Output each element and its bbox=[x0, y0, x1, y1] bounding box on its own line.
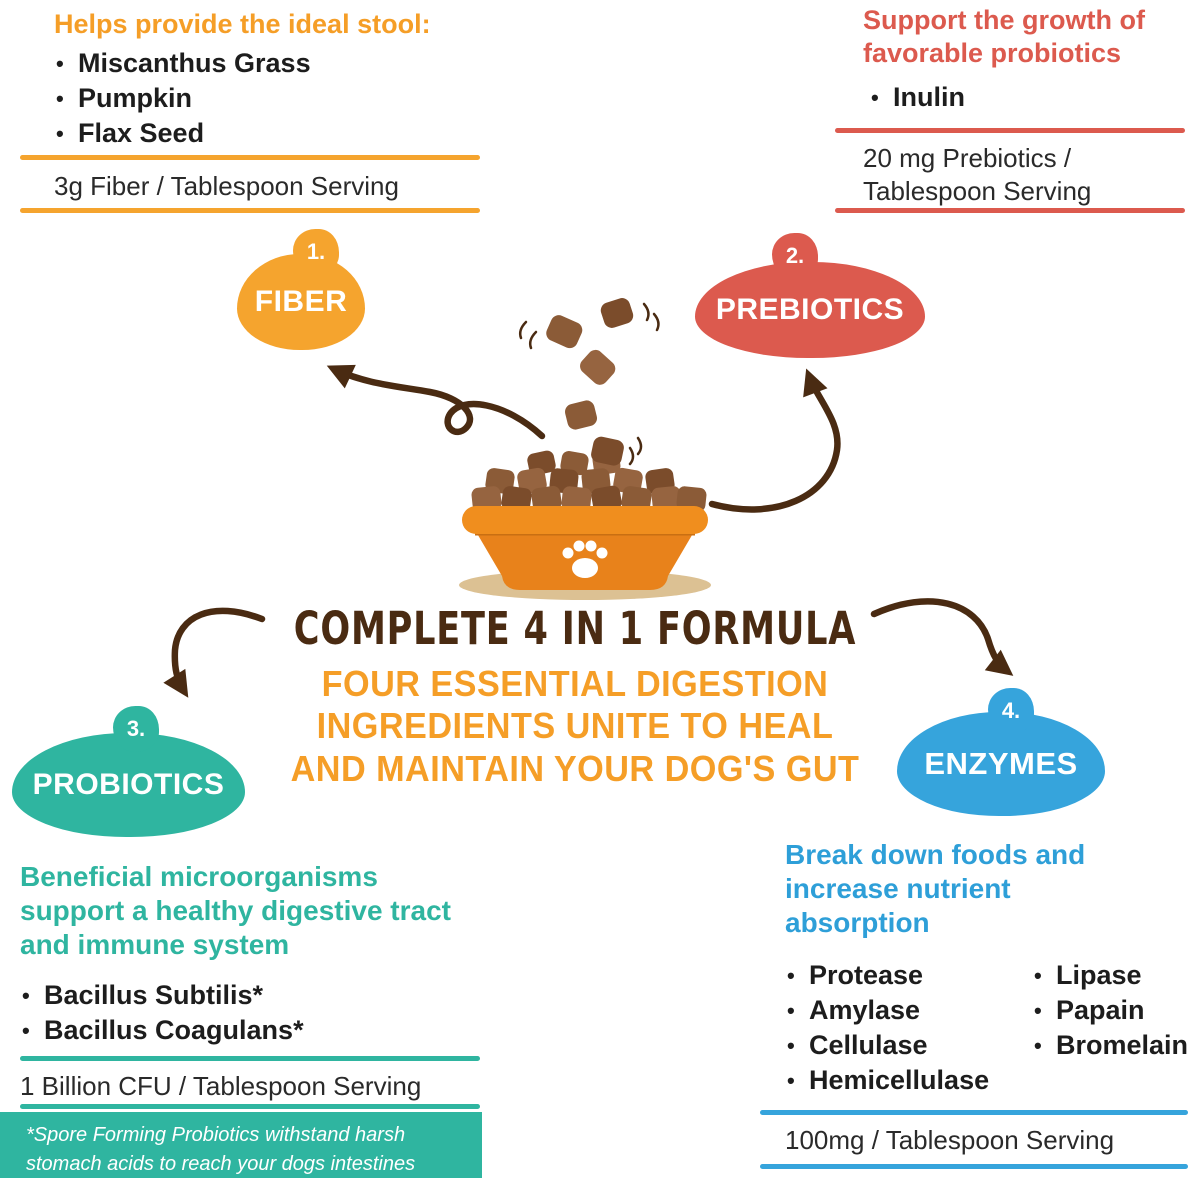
list-item: Papain bbox=[1032, 993, 1188, 1028]
formula-title: COMPLETE 4 IN 1 FORMULA bbox=[293, 602, 857, 655]
probiotics-heading: Beneficial microorganisms support a heal… bbox=[20, 861, 451, 961]
arrow-to-enzymes-icon bbox=[870, 598, 1014, 676]
prebiotics-heading: Support the growth of favorable probioti… bbox=[863, 5, 1145, 68]
enzymes-list-col1: Protease Amylase Cellulase Hemicellulase bbox=[785, 958, 989, 1098]
list-item: Bacillus Coagulans* bbox=[20, 1013, 304, 1048]
probiotics-strains-list: Bacillus Subtilis* Bacillus Coagulans* bbox=[20, 978, 304, 1048]
prebiotics-serving-text: 20 mg Prebiotics / Tablespoon Serving bbox=[863, 143, 1092, 206]
list-item: Cellulase bbox=[785, 1028, 989, 1063]
divider bbox=[20, 208, 480, 213]
list-item: Miscanthus Grass bbox=[54, 46, 311, 81]
fiber-label: FIBER bbox=[254, 285, 348, 318]
enzymes-number-badge: 4. bbox=[988, 688, 1034, 734]
list-item: Protease bbox=[785, 958, 989, 993]
probiotics-footnote-box: *Spore Forming Probiotics withstand hars… bbox=[0, 1112, 482, 1178]
probiotics-blob: PROBIOTICS bbox=[12, 733, 245, 837]
fiber-ingredients-list: Miscanthus Grass Pumpkin Flax Seed bbox=[54, 46, 311, 151]
divider bbox=[835, 128, 1185, 133]
fiber-serving-text: 3g Fiber / Tablespoon Serving bbox=[54, 171, 399, 201]
divider bbox=[760, 1164, 1188, 1169]
fiber-number-badge: 1. bbox=[293, 229, 339, 275]
probiotics-number-badge: 3. bbox=[113, 706, 159, 752]
list-item: Pumpkin bbox=[54, 81, 311, 116]
list-item: Amylase bbox=[785, 993, 989, 1028]
enzymes-list-col2: Lipase Papain Bromelain bbox=[1032, 958, 1188, 1063]
fiber-info-panel: Helps provide the ideal stool: Miscanthu… bbox=[20, 0, 480, 220]
paw-print-icon bbox=[562, 540, 608, 578]
dog-bowl-illustration bbox=[459, 298, 711, 600]
list-item: Flax Seed bbox=[54, 116, 311, 151]
probiotics-serving-text: 1 Billion CFU / Tablespoon Serving bbox=[20, 1071, 422, 1101]
formula-subtitle: FOUR ESSENTIAL DIGESTION INGREDIENTS UNI… bbox=[195, 663, 955, 790]
prebiotics-number-badge: 2. bbox=[772, 233, 818, 279]
divider bbox=[20, 1104, 480, 1109]
list-item: Bacillus Subtilis* bbox=[20, 978, 304, 1013]
enzymes-heading: Break down foods and increase nutrient a… bbox=[785, 839, 1086, 939]
motion-marks bbox=[518, 302, 660, 466]
list-item: Hemicellulase bbox=[785, 1063, 989, 1098]
prebiotics-blob: PREBIOTICS bbox=[695, 262, 925, 358]
formula-subtitle-line: AND MAINTAIN YOUR DOG'S GUT bbox=[290, 747, 860, 789]
list-item: Inulin bbox=[869, 80, 965, 115]
prebiotics-label: PREBIOTICS bbox=[715, 293, 905, 326]
falling-kibble bbox=[546, 298, 634, 466]
list-item: Lipase bbox=[1032, 958, 1188, 993]
divider bbox=[20, 1056, 480, 1061]
divider bbox=[760, 1110, 1188, 1115]
prebiotics-info-panel: Support the growth of favorable probioti… bbox=[835, 0, 1185, 220]
divider bbox=[835, 208, 1185, 213]
list-item: Bromelain bbox=[1032, 1028, 1188, 1063]
probiotics-label: PROBIOTICS bbox=[32, 768, 225, 801]
prebiotics-ingredients-list: Inulin bbox=[869, 80, 965, 115]
formula-subtitle-line: INGREDIENTS UNITE TO HEAL bbox=[316, 705, 834, 747]
formula-subtitle-line: FOUR ESSENTIAL DIGESTION bbox=[321, 663, 829, 704]
probiotics-info-panel: Beneficial microorganisms support a heal… bbox=[20, 860, 480, 1110]
enzymes-serving-text: 100mg / Tablespoon Serving bbox=[785, 1125, 1115, 1155]
enzymes-info-panel: Break down foods and increase nutrient a… bbox=[760, 838, 1190, 1178]
divider bbox=[20, 155, 480, 160]
kibble-pile bbox=[471, 450, 707, 513]
fiber-heading: Helps provide the ideal stool: bbox=[54, 9, 431, 39]
enzymes-label: ENZYMES bbox=[924, 746, 1078, 781]
